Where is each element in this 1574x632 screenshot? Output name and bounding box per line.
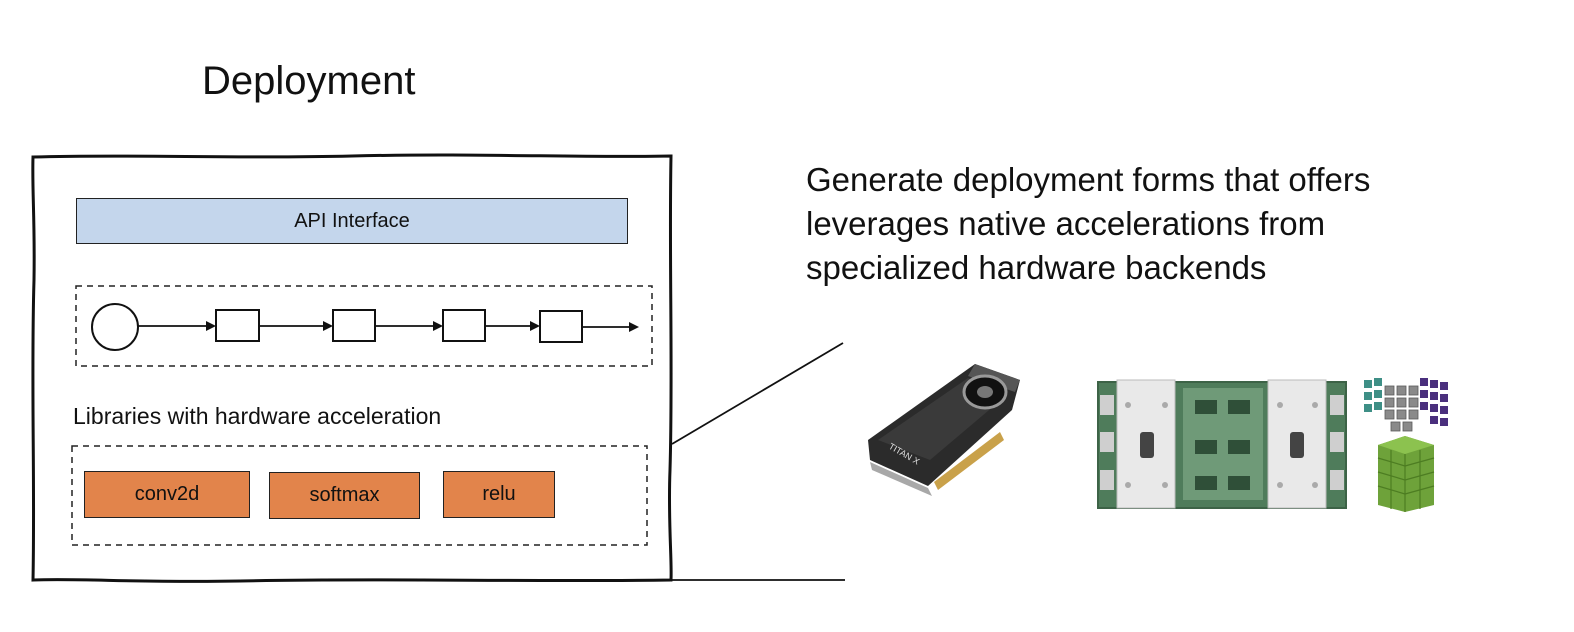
pipeline-op-node	[442, 309, 486, 342]
pipeline-op-node	[332, 309, 376, 342]
libraries-box	[71, 445, 648, 546]
deployment-frame	[31, 153, 673, 583]
pipeline-edges	[138, 325, 632, 328]
api-interface-label: API Interface	[294, 209, 410, 232]
pipeline-box	[75, 285, 653, 367]
library-label: conv2d	[134, 483, 200, 505]
library-softmax: softmax	[269, 472, 420, 519]
api-interface-box: API Interface	[76, 198, 628, 244]
pipeline-op-node	[215, 309, 260, 342]
description-line: Generate deployment forms that offers	[806, 161, 1371, 198]
callout-line-top	[671, 342, 844, 445]
page-title: Deployment	[202, 59, 416, 103]
npu-cube-image	[1364, 378, 1448, 512]
library-label: relu	[482, 483, 516, 505]
description-line: specialized hardware backends	[806, 249, 1267, 286]
pipeline-op-node	[539, 310, 583, 343]
gpu-card-image: TITAN X	[868, 364, 1020, 496]
library-relu: relu	[443, 471, 555, 518]
tpu-board-image	[1097, 379, 1347, 509]
pipeline-arrowheads	[206, 321, 639, 332]
description-text: Generate deployment forms that offers le…	[806, 158, 1506, 290]
description-line: leverages native accelerations from	[806, 205, 1326, 242]
library-label: softmax	[309, 484, 380, 506]
library-conv2d: conv2d	[84, 471, 250, 518]
pipeline-start-node	[91, 303, 139, 351]
libraries-title: Libraries with hardware acceleration	[73, 403, 442, 429]
